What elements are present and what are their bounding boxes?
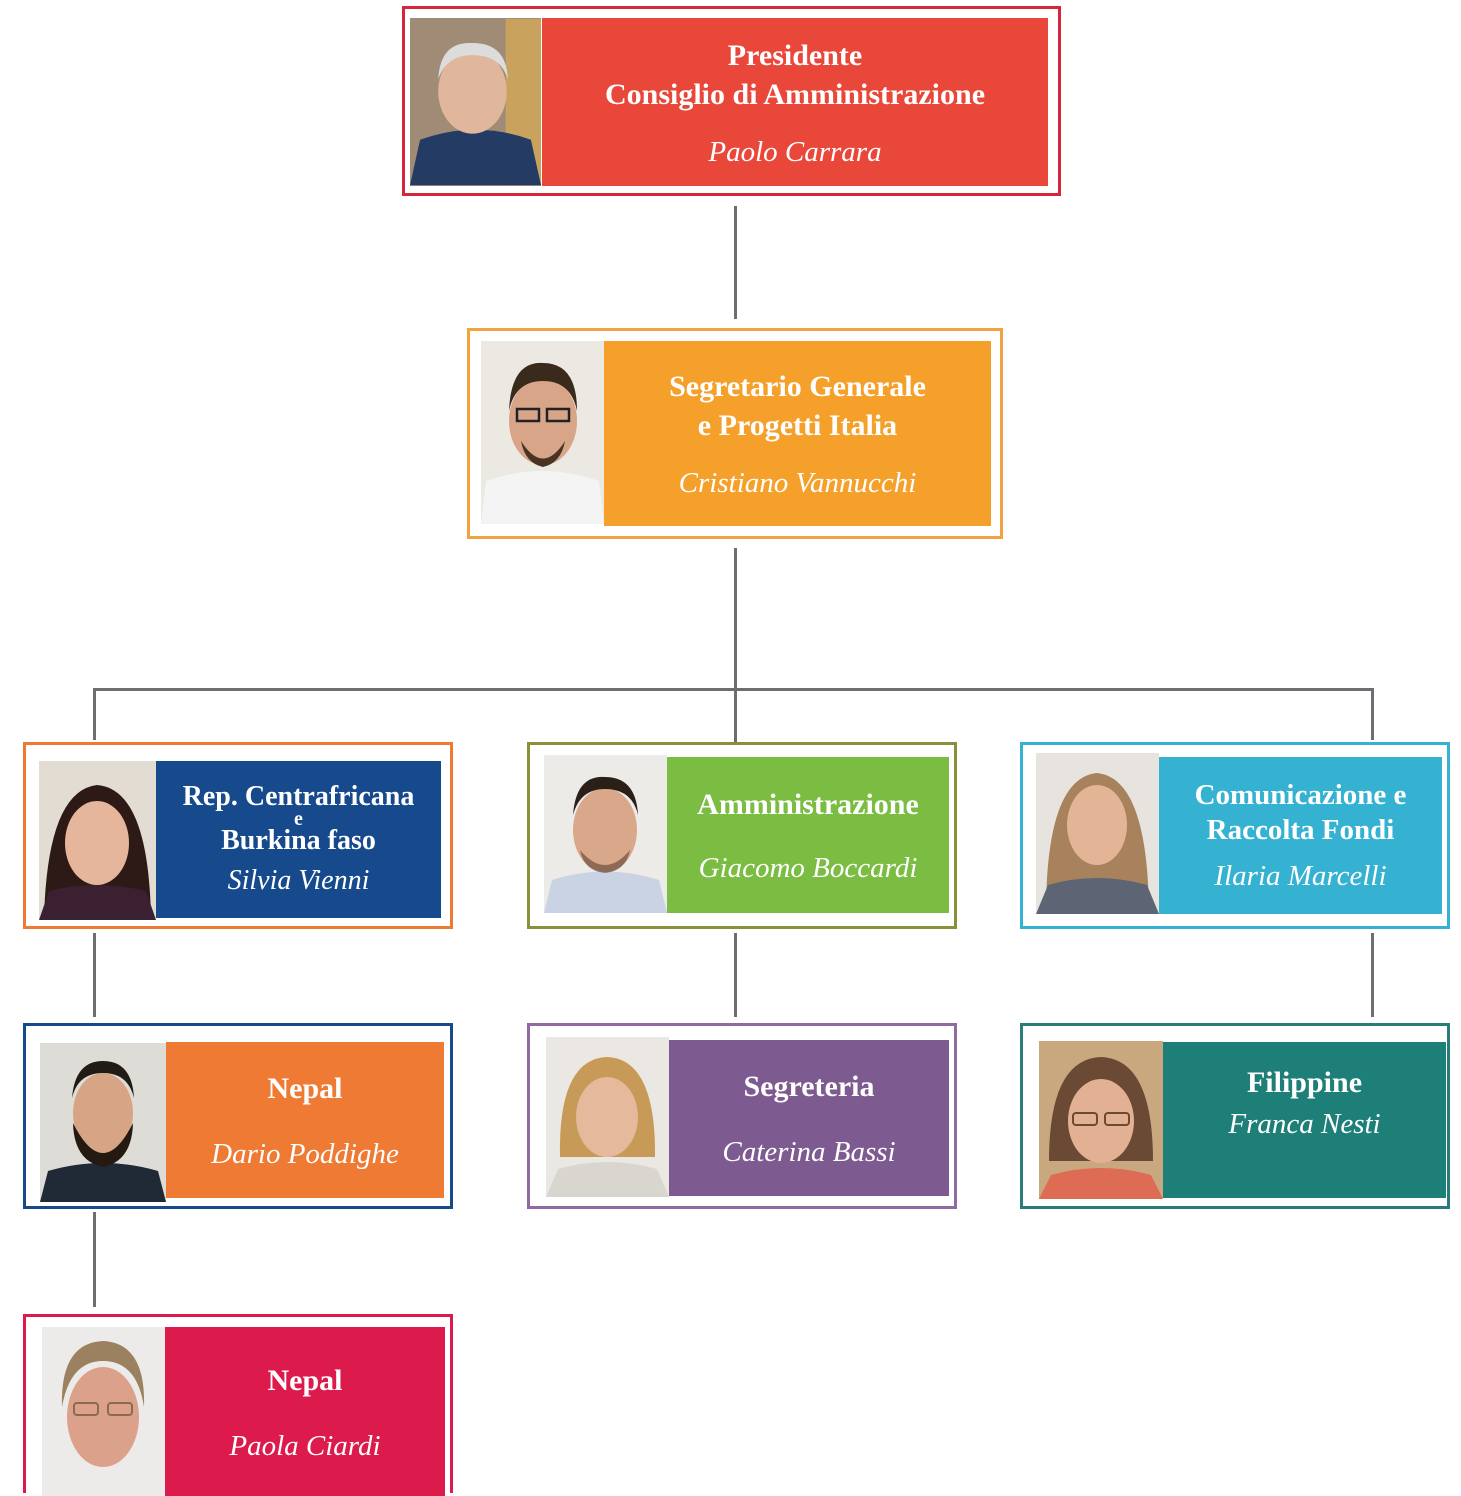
admin-role-line1: Amministrazione xyxy=(697,788,919,821)
comm-name: Ilaria Marcelli xyxy=(1214,859,1387,892)
admin-card: Amministrazione Giacomo Boccardi xyxy=(527,742,957,929)
president-photo xyxy=(410,18,541,186)
filippine-label: Filippine Franca Nesti xyxy=(1163,1042,1446,1198)
rca-photo xyxy=(39,761,156,920)
nepal2-role-line1: Nepal xyxy=(267,1363,343,1397)
secretary-photo xyxy=(481,341,604,524)
connector-nepal-nepal xyxy=(93,1212,96,1307)
nepal2-card: Nepal Paola Ciardi xyxy=(23,1314,453,1496)
rca-role-line2: Burkina faso xyxy=(221,824,376,856)
president-role-line2: Consiglio di Amministrazione xyxy=(604,77,986,111)
segreteria-role: Segreteria xyxy=(743,1067,874,1106)
person-portrait-icon xyxy=(546,1037,669,1197)
secretary-role-line1: Segretario Generale xyxy=(669,370,926,403)
rca-label: Rep. Centrafricana e Burkina faso Silvia… xyxy=(156,761,441,918)
rca-role-joiner: e xyxy=(294,807,303,830)
nepal2-photo xyxy=(42,1327,165,1496)
secretary-role-line2: e Progetti Italia xyxy=(697,409,898,442)
person-portrait-icon xyxy=(410,18,541,186)
connector-horizontal xyxy=(93,688,1374,691)
connector-admin-segreteria xyxy=(734,933,737,1017)
nepal2-role: Nepal xyxy=(268,1361,343,1400)
president-role: Presidente Consiglio di Amministrazione xyxy=(605,36,985,114)
connector-rca-nepal xyxy=(93,933,96,1017)
rca-role: Rep. Centrafricana e Burkina faso xyxy=(183,782,415,855)
filippine-role-line1: Filippine xyxy=(1246,1066,1363,1099)
person-portrait-icon xyxy=(39,761,156,920)
secretary-role: Segretario Generale e Progetti Italia xyxy=(669,367,926,445)
secretary-card: Segretario Generale e Progetti Italia Cr… xyxy=(467,328,1003,539)
person-portrait-icon xyxy=(40,1043,166,1202)
connector-comm-filippine xyxy=(1371,933,1374,1017)
filippine-name: Franca Nesti xyxy=(1228,1108,1381,1140)
rca-card: Rep. Centrafricana e Burkina faso Silvia… xyxy=(23,742,453,929)
president-label: Presidente Consiglio di Amministrazione … xyxy=(542,18,1048,186)
segreteria-name: Caterina Bassi xyxy=(722,1136,896,1168)
admin-photo xyxy=(544,755,667,913)
nepal2-name: Paola Ciardi xyxy=(229,1429,381,1462)
nepal1-label: Nepal Dario Poddighe xyxy=(166,1042,444,1198)
segreteria-role-line1: Segreteria xyxy=(743,1070,875,1103)
nepal1-name: Dario Poddighe xyxy=(211,1138,399,1170)
person-portrait-icon xyxy=(481,341,604,524)
president-role-line1: Presidente xyxy=(727,38,863,72)
rca-name: Silvia Vienni xyxy=(227,864,370,896)
connector-right-drop xyxy=(1371,688,1374,740)
segreteria-card: Segreteria Caterina Bassi xyxy=(527,1023,957,1209)
nepal1-role-line1: Nepal xyxy=(267,1072,343,1105)
connector-secretary-down xyxy=(734,548,737,743)
nepal1-role: Nepal xyxy=(268,1069,343,1108)
comm-card: Comunicazione e Raccolta Fondi Ilaria Ma… xyxy=(1020,742,1450,929)
segreteria-label: Segreteria Caterina Bassi xyxy=(669,1040,949,1196)
nepal2-label: Nepal Paola Ciardi xyxy=(165,1327,445,1496)
comm-role-line1: Comunicazione e xyxy=(1194,779,1407,812)
secretary-label: Segretario Generale e Progetti Italia Cr… xyxy=(604,341,991,526)
admin-role: Amministrazione xyxy=(697,785,919,824)
filippine-card: Filippine Franca Nesti xyxy=(1020,1023,1450,1209)
comm-role-line2: Raccolta Fondi xyxy=(1206,814,1395,846)
nepal1-photo xyxy=(40,1043,166,1202)
segreteria-photo xyxy=(546,1037,669,1197)
president-card: Presidente Consiglio di Amministrazione … xyxy=(402,6,1061,196)
person-portrait-icon xyxy=(42,1327,165,1496)
person-portrait-icon xyxy=(1039,1041,1163,1199)
admin-label: Amministrazione Giacomo Boccardi xyxy=(667,757,949,913)
admin-name: Giacomo Boccardi xyxy=(698,852,918,884)
person-portrait-icon xyxy=(544,755,667,913)
rca-role-line1: Rep. Centrafricana xyxy=(182,781,415,813)
secretary-name: Cristiano Vannucchi xyxy=(678,467,917,499)
person-portrait-icon xyxy=(1036,753,1159,914)
filippine-role: Filippine xyxy=(1247,1063,1362,1102)
connector-left-drop xyxy=(93,688,96,740)
president-name: Paolo Carrara xyxy=(708,135,882,168)
filippine-photo xyxy=(1039,1041,1163,1199)
nepal1-card: Nepal Dario Poddighe xyxy=(23,1023,453,1209)
comm-label: Comunicazione e Raccolta Fondi Ilaria Ma… xyxy=(1159,757,1442,914)
connector-president-secretary xyxy=(734,206,737,319)
comm-role: Comunicazione e Raccolta Fondi xyxy=(1195,778,1407,848)
comm-photo xyxy=(1036,753,1159,914)
